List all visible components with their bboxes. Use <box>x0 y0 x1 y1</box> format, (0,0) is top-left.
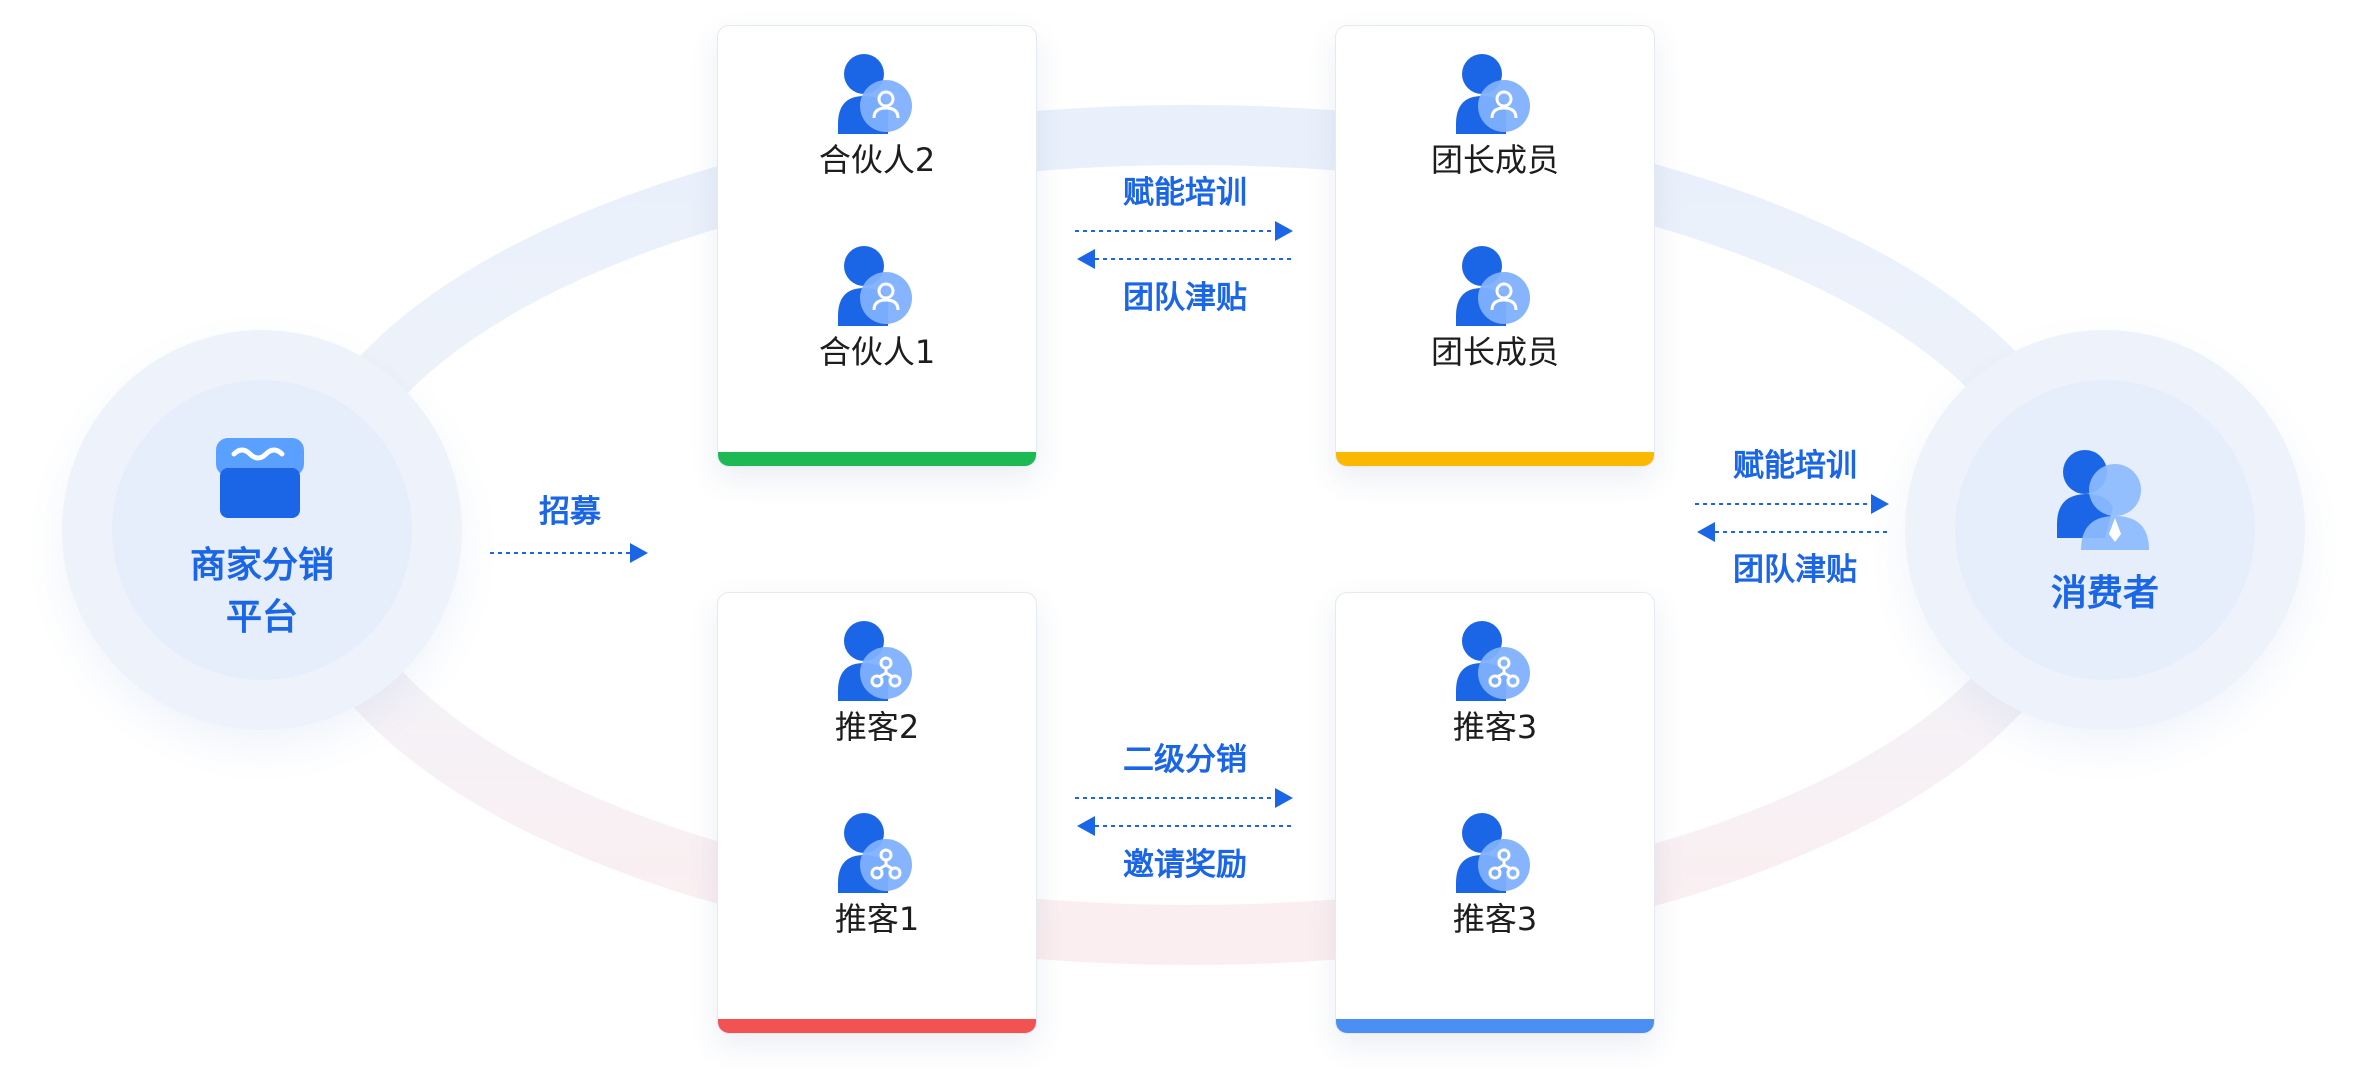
user-icon <box>838 54 912 134</box>
recommender3-item-bottom: 推客3 <box>1336 785 1654 955</box>
platform-label-line2: 平台 <box>225 597 298 638</box>
consumer-flow-backward-arrow <box>1697 522 1890 542</box>
consumer-label: 消费者 <box>2050 573 2159 614</box>
partner-item-1: 合伙人1 <box>718 218 1036 388</box>
recommender-item-2: 推客2 <box>718 593 1036 763</box>
user-icon <box>1456 54 1530 134</box>
recommender3-card-bar <box>1336 1019 1654 1033</box>
recommender-name-1: 推客1 <box>834 900 920 938</box>
network-user-icon <box>1456 813 1530 893</box>
recommender3-name-top: 推客3 <box>1452 708 1538 746</box>
network-user-icon <box>838 813 912 893</box>
partner-card-bar <box>718 452 1036 466</box>
store-icon <box>216 438 304 518</box>
referral-forward-arrow <box>1075 788 1293 808</box>
team-name-top: 团长成员 <box>1430 141 1559 179</box>
recommender3-name-bottom: 推客3 <box>1452 900 1538 938</box>
recommender-name-2: 推客2 <box>834 708 920 746</box>
recommender-item-1: 推客1 <box>718 785 1036 955</box>
team-card-bar <box>1336 452 1654 466</box>
partner-card: 合伙人2 合伙人1 <box>717 25 1037 467</box>
platform-node-inner <box>112 380 412 680</box>
platform-label-line1: 商家分销 <box>189 545 334 586</box>
partner-item-2: 合伙人2 <box>718 26 1036 196</box>
platform-label: 商家分销 平台 <box>112 540 412 644</box>
referral-backward-arrow <box>1077 816 1295 836</box>
flow-forward-arrow <box>1075 221 1293 241</box>
user-icon <box>1456 246 1530 326</box>
recommender-card: 推客2 推客1 <box>717 592 1037 1034</box>
referral-forward-label: 二级分销 <box>1123 742 1247 778</box>
network-user-icon <box>1456 621 1530 701</box>
consumer-flow-backward-label: 团队津贴 <box>1733 552 1857 588</box>
partner-name-1: 合伙人1 <box>818 333 936 371</box>
referral-backward-label: 邀请奖励 <box>1123 847 1247 883</box>
user-icon <box>838 246 912 326</box>
consumer-flow-forward-arrow <box>1695 494 1889 514</box>
team-name-bottom: 团长成员 <box>1430 333 1559 371</box>
consumer-flow-forward-label: 赋能培训 <box>1733 448 1857 484</box>
recruit-label: 招募 <box>539 494 601 530</box>
recommender3-card: 推客3 推客3 <box>1335 592 1655 1034</box>
consumer-icon <box>2057 450 2149 550</box>
network-user-icon <box>838 621 912 701</box>
flow-backward-label: 团队津贴 <box>1123 280 1247 316</box>
flow-forward-label: 赋能培训 <box>1123 175 1247 211</box>
team-item-bottom: 团长成员 <box>1336 218 1654 388</box>
partner-name-2: 合伙人2 <box>818 141 936 179</box>
team-card: 团长成员 团长成员 <box>1335 25 1655 467</box>
flow-backward-arrow <box>1077 249 1295 269</box>
team-item-top: 团长成员 <box>1336 26 1654 196</box>
recruit-arrow <box>490 543 648 563</box>
recommender-card-bar <box>718 1019 1036 1033</box>
recommender3-item-top: 推客3 <box>1336 593 1654 763</box>
